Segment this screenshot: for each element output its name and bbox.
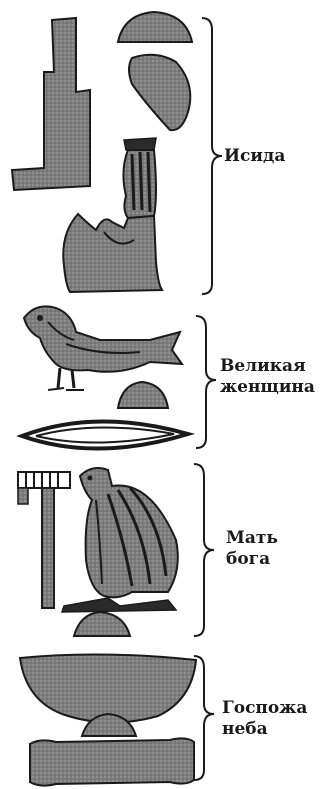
bread-loaf-glyph-3 <box>74 612 130 636</box>
swallow-glyph <box>24 306 182 390</box>
basket-glyph <box>20 654 196 722</box>
group-great-woman-glyphs <box>22 306 216 448</box>
label-lady-line-1: Госпожа <box>222 698 307 719</box>
bread-loaf-glyph-2 <box>118 382 168 408</box>
group-isis-glyphs <box>12 12 222 294</box>
mouth-glyph <box>22 421 188 448</box>
group-lady-glyphs <box>20 654 214 785</box>
brace-isis <box>202 18 222 294</box>
group-mother-glyphs <box>18 464 214 636</box>
label-great-woman-line-2: женщина <box>220 377 315 398</box>
bread-loaf-glyph <box>118 12 192 42</box>
label-mother-line-1: Мать <box>226 528 278 549</box>
throne-glyph <box>12 18 90 190</box>
label-mother: Мать бога <box>226 528 278 570</box>
label-isis-line-1: Исида <box>224 146 285 167</box>
label-lady-line-2: неба <box>222 719 307 740</box>
sky-glyph <box>30 738 194 785</box>
brace-great-woman <box>196 316 216 448</box>
brace-mother <box>194 464 214 636</box>
brace-lady <box>194 656 214 780</box>
label-great-woman-line-1: Великая <box>220 356 315 377</box>
flag-pole-glyph <box>18 472 70 608</box>
label-mother-line-2: бога <box>226 549 278 570</box>
label-isis: Исида <box>224 146 285 167</box>
label-great-woman: Великая женщина <box>220 356 315 398</box>
egg-glyph <box>129 55 190 130</box>
vulture-glyph <box>62 468 178 612</box>
label-lady: Госпожа неба <box>222 698 307 740</box>
